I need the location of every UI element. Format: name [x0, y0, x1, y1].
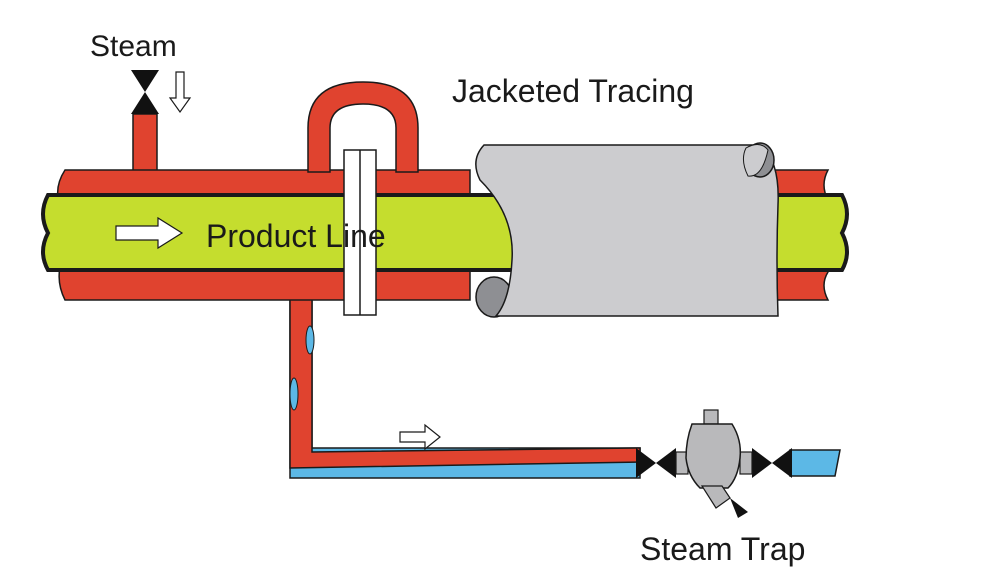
- product-line-label: Product Line: [206, 218, 386, 254]
- condensate-outlet: [789, 449, 841, 477]
- steam-inlet-valve: [131, 70, 159, 114]
- pipe-flange: [343, 149, 377, 316]
- steam-flow-arrow-icon: [168, 71, 192, 114]
- steam-label: Steam: [90, 30, 177, 63]
- condensate-flow-arrow-icon: [399, 423, 441, 451]
- jacket-shell: [475, 142, 779, 318]
- steam-loop-jumper: [307, 81, 419, 173]
- jacketed-tracing-label: Jacketed Tracing: [452, 73, 694, 109]
- steam-trap-icon: [636, 409, 792, 518]
- steam-inlet-pipe: [132, 113, 158, 177]
- steam-trap-label: Steam Trap: [640, 531, 805, 567]
- product-flow-arrow-icon: [115, 216, 184, 250]
